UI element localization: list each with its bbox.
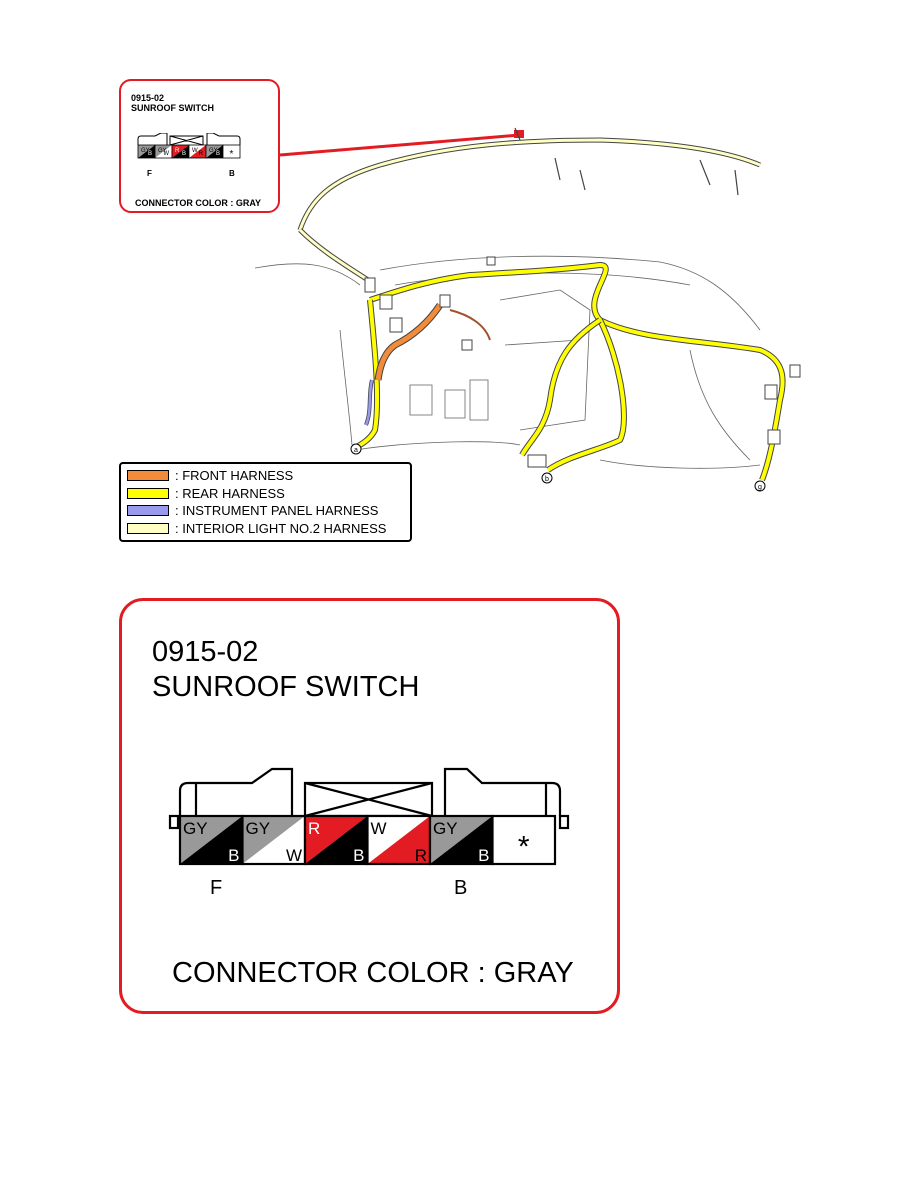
pin-bottom-label: B (182, 151, 186, 157)
legend-item-interior-light: : INTERIOR LIGHT NO.2 HARNESS (127, 520, 404, 538)
marker-g (754, 480, 766, 492)
marker-a-label: a (354, 447, 358, 454)
pin-top-label: GY (158, 148, 167, 154)
pin-top-label: R (308, 819, 320, 838)
connector-pin-1: GYB (137, 144, 156, 159)
legend-label: : FRONT HARNESS (175, 468, 294, 484)
pin-top-label: GY (246, 819, 271, 838)
small-front-label: F (147, 169, 152, 178)
legend-item-front: : FRONT HARNESS (127, 467, 404, 485)
connector-code: 0915-02 (152, 636, 259, 668)
connector-color: CONNECTOR COLOR : GRAY (172, 957, 574, 989)
interior-light-harness-route (297, 127, 761, 283)
pin-top-label: GY (141, 148, 150, 154)
back-label: B (454, 877, 468, 899)
pin-bottom-label: W (286, 846, 302, 865)
small-back-label: B (229, 169, 235, 178)
pin-top-label: W (192, 148, 198, 154)
marker-g-label: g (758, 484, 762, 491)
front-harness-route (374, 303, 491, 381)
connector-pin-1: GY B (178, 814, 244, 866)
pin-bottom-label: W (163, 151, 169, 157)
pin-top-label: GY (209, 148, 218, 154)
callout-leader-line (279, 133, 521, 157)
legend-swatch (127, 487, 169, 499)
connector-pin-3: RB (303, 814, 369, 866)
pin-top-label: R (175, 148, 180, 154)
pin-bottom-label: B (216, 151, 220, 157)
pin-top-label: * (230, 149, 234, 160)
legend-item-rear: : REAR HARNESS (127, 485, 404, 503)
small-connector-code: 0915-02 (131, 93, 165, 103)
location-markers: a b g (350, 443, 766, 492)
pin-bottom-label: B (148, 151, 152, 157)
connector-pin-2: GY W (241, 814, 307, 866)
marker-b-label: b (545, 476, 549, 483)
connector-pin-6: * (491, 814, 557, 866)
harness-legend: : FRONT HARNESS : REAR HARNESS : INSTRUM… (119, 462, 412, 542)
marker-b (541, 472, 553, 484)
pin-top-label: GY (183, 819, 208, 838)
connector-pin-5: GYB (205, 144, 224, 159)
pin-bottom-label: B (228, 846, 239, 865)
pin-bottom-label: R (415, 846, 427, 865)
pin-top-label: W (371, 819, 387, 838)
legend-swatch (127, 505, 169, 517)
legend-swatch (127, 522, 169, 534)
pin-bottom-label: B (353, 846, 364, 865)
legend-swatch (127, 470, 169, 482)
harness-illustration: a b g (254, 127, 801, 492)
connector-location-marker (514, 130, 524, 138)
legend-label: : INSTRUMENT PANEL HARNESS (175, 503, 379, 519)
pin-top-label: GY (433, 819, 458, 838)
legend-label: : INTERIOR LIGHT NO.2 HARNESS (175, 520, 387, 536)
body-outline (254, 255, 761, 469)
marker-a (350, 443, 362, 455)
pin-bottom-label: R (199, 151, 204, 157)
connector-pin-6: * (222, 144, 241, 160)
instrument-panel-harness-route (364, 379, 374, 426)
connector-blocks (364, 256, 801, 468)
legend-label: : REAR HARNESS (175, 485, 285, 501)
small-connector-color: CONNECTOR COLOR : GRAY (135, 198, 262, 208)
pin-top-label: * (518, 831, 530, 864)
legend-item-instrument-panel: : INSTRUMENT PANEL HARNESS (127, 502, 404, 520)
connector-pin-2: GYW (154, 144, 173, 159)
front-label: F (210, 877, 223, 899)
rear-harness-route (353, 261, 786, 482)
connector-name: SUNROOF SWITCH (152, 671, 420, 703)
small-connector-name: SUNROOF SWITCH (131, 103, 214, 113)
connector-pin-4: WR (366, 814, 432, 866)
connector-pin-5: GY B (428, 814, 494, 866)
pin-bottom-label: B (478, 846, 489, 865)
